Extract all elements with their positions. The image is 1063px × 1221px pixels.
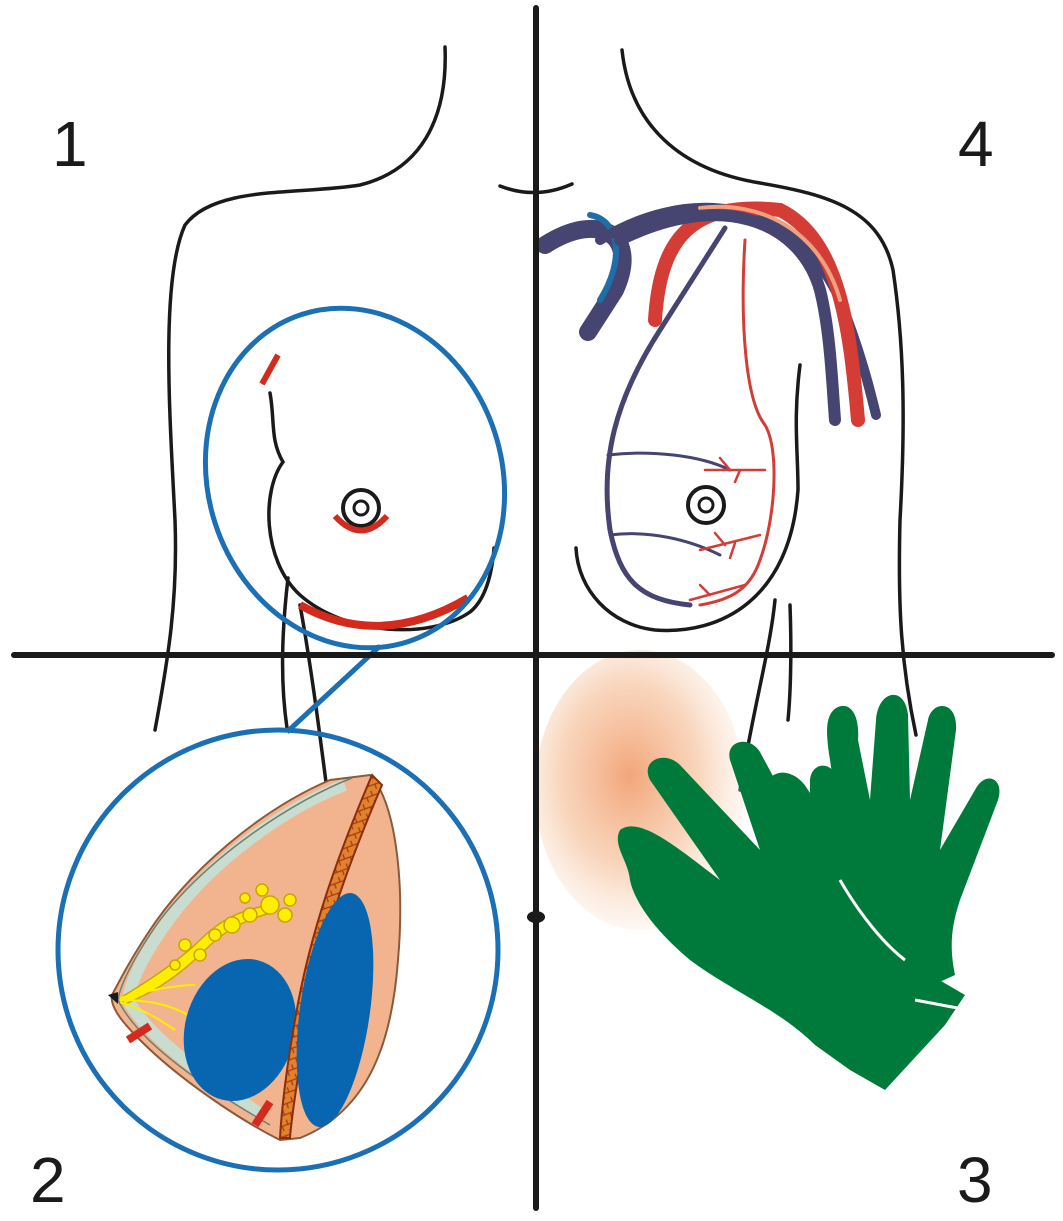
q1-incision-sites — [162, 269, 548, 732]
quadrant-label-2: 2 — [30, 1148, 66, 1212]
quadrant-label-4: 4 — [958, 112, 994, 176]
midline-dot — [527, 911, 545, 923]
q3-gloves — [535, 650, 999, 1090]
q2-cross-section — [58, 730, 498, 1170]
axillary-incision — [262, 355, 278, 384]
magnify-connector — [287, 646, 380, 732]
artery-branch-2 — [700, 533, 760, 558]
left-breast-contour — [269, 393, 494, 630]
periareolar-incision — [335, 516, 387, 531]
right-inner-line — [788, 605, 791, 720]
right-nipple-outer — [688, 487, 724, 523]
left-nipple-inner — [354, 501, 368, 515]
vein-web-2 — [610, 534, 720, 555]
quadrant-label-3: 3 — [957, 1148, 993, 1212]
quadrant-label-1: 1 — [52, 112, 88, 176]
artery-branch-1 — [705, 458, 765, 482]
right-nipple-inner — [699, 498, 713, 512]
left-nipple-outer — [343, 490, 379, 526]
q4-blood-supply — [545, 207, 876, 605]
vein-web-1 — [608, 453, 730, 470]
